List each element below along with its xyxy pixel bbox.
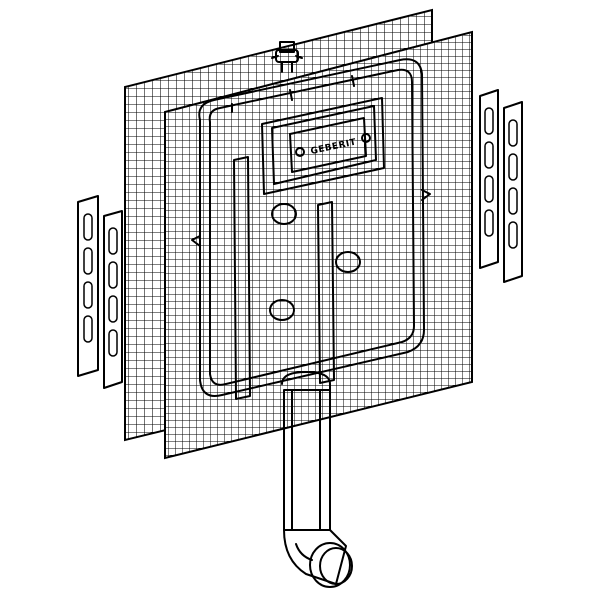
right-mounting-brackets <box>479 89 523 283</box>
cistern-openings <box>269 203 361 321</box>
pipe-elbow <box>283 529 353 588</box>
water-inlet-valve <box>271 41 303 73</box>
left-mounting-brackets <box>77 195 123 389</box>
vertical-struts <box>233 156 335 400</box>
cistern-body <box>191 58 431 397</box>
